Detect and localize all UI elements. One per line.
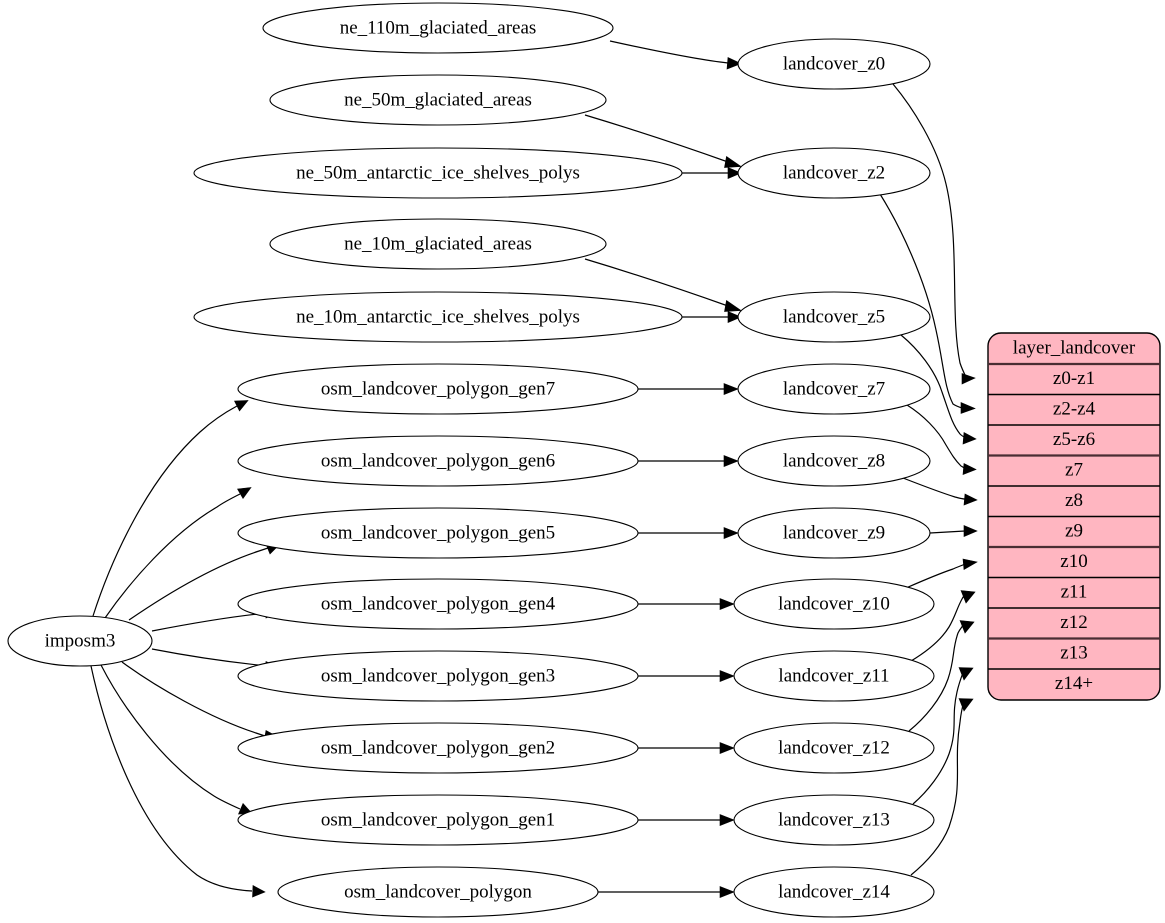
edge-z12-to-row-z12 — [908, 620, 975, 732]
node-ne_50m_glaciated_areas[interactable]: ne_50m_glaciated_areas — [269, 74, 607, 126]
node-landcover_z5[interactable]: landcover_z5 — [737, 291, 931, 343]
edge-ne50mant-to-z2 — [682, 167, 742, 179]
node-osm_landcover_polygon_gen1[interactable]: osm_landcover_polygon_gen1 — [237, 794, 639, 846]
edge-polygon-to-z14 — [598, 886, 735, 898]
edge-z2-to-row-z2z4 — [879, 193, 976, 414]
node-landcover_z5-label: landcover_z5 — [783, 306, 885, 327]
edge-gen3-to-z11 — [638, 670, 735, 682]
edge-gen6-to-z8 — [638, 455, 739, 467]
node-landcover_z9-label: landcover_z9 — [783, 522, 885, 543]
record-row-z7[interactable]: z7 — [1065, 459, 1083, 480]
node-landcover_z2-label: landcover_z2 — [783, 162, 885, 183]
node-landcover_z8-label: landcover_z8 — [783, 450, 885, 471]
edge-layer — [90, 40, 978, 898]
edge-z5-to-row-z5z6 — [900, 334, 977, 445]
node-osm_landcover_polygon_gen6[interactable]: osm_landcover_polygon_gen6 — [237, 435, 639, 487]
edge-gen7-to-z7 — [638, 383, 739, 395]
node-osm_landcover_polygon_gen4-label: osm_landcover_polygon_gen4 — [321, 593, 556, 614]
edge-gen1-to-z13 — [638, 814, 735, 826]
edge-ne10mant-to-z5 — [682, 311, 742, 323]
node-osm_landcover_polygon_gen4[interactable]: osm_landcover_polygon_gen4 — [237, 578, 639, 630]
node-landcover_z11[interactable]: landcover_z11 — [733, 650, 935, 702]
node-ne_50m_glaciated_areas-label: ne_50m_glaciated_areas — [344, 89, 532, 110]
node-landcover_z0-label: landcover_z0 — [783, 53, 885, 74]
edge-z7-to-row-z7 — [906, 404, 977, 475]
node-landcover_z8[interactable]: landcover_z8 — [737, 435, 931, 487]
node-landcover_z7-label: landcover_z7 — [783, 378, 885, 399]
record-row-z9[interactable]: z9 — [1065, 520, 1083, 541]
node-ne_10m_glaciated_areas[interactable]: ne_10m_glaciated_areas — [269, 218, 607, 270]
edge-z8-to-row-z8 — [902, 477, 978, 506]
node-osm_landcover_polygon_gen5-label: osm_landcover_polygon_gen5 — [321, 522, 555, 543]
node-imposm3[interactable]: imposm3 — [7, 615, 153, 667]
edge-imposm3-to-gen6 — [104, 487, 252, 619]
node-landcover_z14-label: landcover_z14 — [778, 881, 890, 902]
edge-imposm3-to-gen1 — [100, 664, 253, 815]
node-landcover_z11-label: landcover_z11 — [778, 665, 889, 686]
node-landcover_z12[interactable]: landcover_z12 — [733, 722, 935, 774]
node-landcover_z0[interactable]: landcover_z0 — [737, 38, 931, 90]
record-node-layer-landcover[interactable]: layer_landcover z0-z1 z2-z4 z5-z6 z7 z8 … — [987, 332, 1161, 701]
edge-imposm3-to-gen7 — [92, 400, 249, 617]
node-osm_landcover_polygon_gen7-label: osm_landcover_polygon_gen7 — [321, 378, 555, 399]
edge-gen5-to-z9 — [638, 527, 739, 539]
edge-z0-to-row-z0z1 — [892, 83, 976, 385]
node-ne_10m_antarctic_ice_shelves_polys-label: ne_10m_antarctic_ice_shelves_polys — [296, 306, 580, 327]
edge-gen2-to-z12 — [638, 742, 735, 754]
node-landcover_z7[interactable]: landcover_z7 — [737, 363, 931, 415]
record-header-label: layer_landcover — [1013, 337, 1136, 358]
node-landcover_z12-label: landcover_z12 — [778, 737, 890, 758]
node-osm_landcover_polygon_gen3-label: osm_landcover_polygon_gen3 — [321, 665, 555, 686]
edge-ne10mglac-to-z5 — [584, 258, 742, 312]
record-row-z13[interactable]: z13 — [1060, 642, 1087, 663]
edge-z14-to-row-z14plus — [910, 698, 974, 876]
node-ne_110m_glaciated_areas-label: ne_110m_glaciated_areas — [340, 17, 537, 38]
node-osm_landcover_polygon_gen1-label: osm_landcover_polygon_gen1 — [321, 809, 555, 830]
node-ne_50m_antarctic_ice_shelves_polys-label: ne_50m_antarctic_ice_shelves_polys — [296, 162, 580, 183]
node-osm_landcover_polygon_gen2-label: osm_landcover_polygon_gen2 — [321, 737, 555, 758]
record-row-z12[interactable]: z12 — [1060, 612, 1087, 633]
node-landcover_z13-label: landcover_z13 — [778, 809, 890, 830]
node-landcover_z13[interactable]: landcover_z13 — [733, 794, 935, 846]
record-row-z0-z1[interactable]: z0-z1 — [1053, 368, 1095, 389]
node-ne_10m_antarctic_ice_shelves_polys[interactable]: ne_10m_antarctic_ice_shelves_polys — [193, 291, 683, 343]
record-row-z11[interactable]: z11 — [1061, 581, 1088, 602]
record-row-z2-z4[interactable]: z2-z4 — [1053, 398, 1096, 419]
node-landcover_z2[interactable]: landcover_z2 — [737, 147, 931, 199]
edge-gen4-to-z10 — [638, 598, 735, 610]
node-osm_landcover_polygon_gen6-label: osm_landcover_polygon_gen6 — [321, 450, 555, 471]
node-ne_10m_glaciated_areas-label: ne_10m_glaciated_areas — [344, 233, 532, 254]
node-landcover_z10[interactable]: landcover_z10 — [733, 578, 935, 630]
node-landcover_z10-label: landcover_z10 — [778, 593, 890, 614]
edge-z11-to-row-z11 — [910, 590, 976, 662]
edge-ne110m-to-z0 — [609, 40, 742, 70]
node-landcover_z14[interactable]: landcover_z14 — [733, 866, 935, 918]
record-row-z10[interactable]: z10 — [1060, 551, 1087, 572]
node-osm_landcover_polygon_gen3[interactable]: osm_landcover_polygon_gen3 — [237, 650, 639, 702]
node-osm_landcover_polygon-label: osm_landcover_polygon — [344, 881, 532, 902]
edge-z10-to-row-z10 — [905, 558, 978, 589]
node-osm_landcover_polygon[interactable]: osm_landcover_polygon — [277, 866, 599, 918]
node-ne_50m_antarctic_ice_shelves_polys[interactable]: ne_50m_antarctic_ice_shelves_polys — [193, 147, 683, 199]
node-osm_landcover_polygon_gen5[interactable]: osm_landcover_polygon_gen5 — [237, 507, 639, 559]
record-row-z14-plus[interactable]: z14+ — [1055, 673, 1093, 694]
node-imposm3-label: imposm3 — [45, 630, 116, 651]
node-osm_landcover_polygon_gen2[interactable]: osm_landcover_polygon_gen2 — [237, 722, 639, 774]
edge-z9-to-row-z9 — [929, 525, 978, 537]
edge-ne50mglac-to-z2 — [584, 114, 742, 168]
edge-imposm3-to-polygon — [90, 665, 266, 898]
node-osm_landcover_polygon_gen7[interactable]: osm_landcover_polygon_gen7 — [237, 363, 639, 415]
edge-z13-to-row-z13 — [912, 667, 974, 805]
node-ne_110m_glaciated_areas[interactable]: ne_110m_glaciated_areas — [262, 2, 614, 54]
record-row-z5-z6[interactable]: z5-z6 — [1053, 429, 1095, 450]
record-row-z8[interactable]: z8 — [1065, 490, 1083, 511]
node-landcover_z9[interactable]: landcover_z9 — [737, 507, 931, 559]
